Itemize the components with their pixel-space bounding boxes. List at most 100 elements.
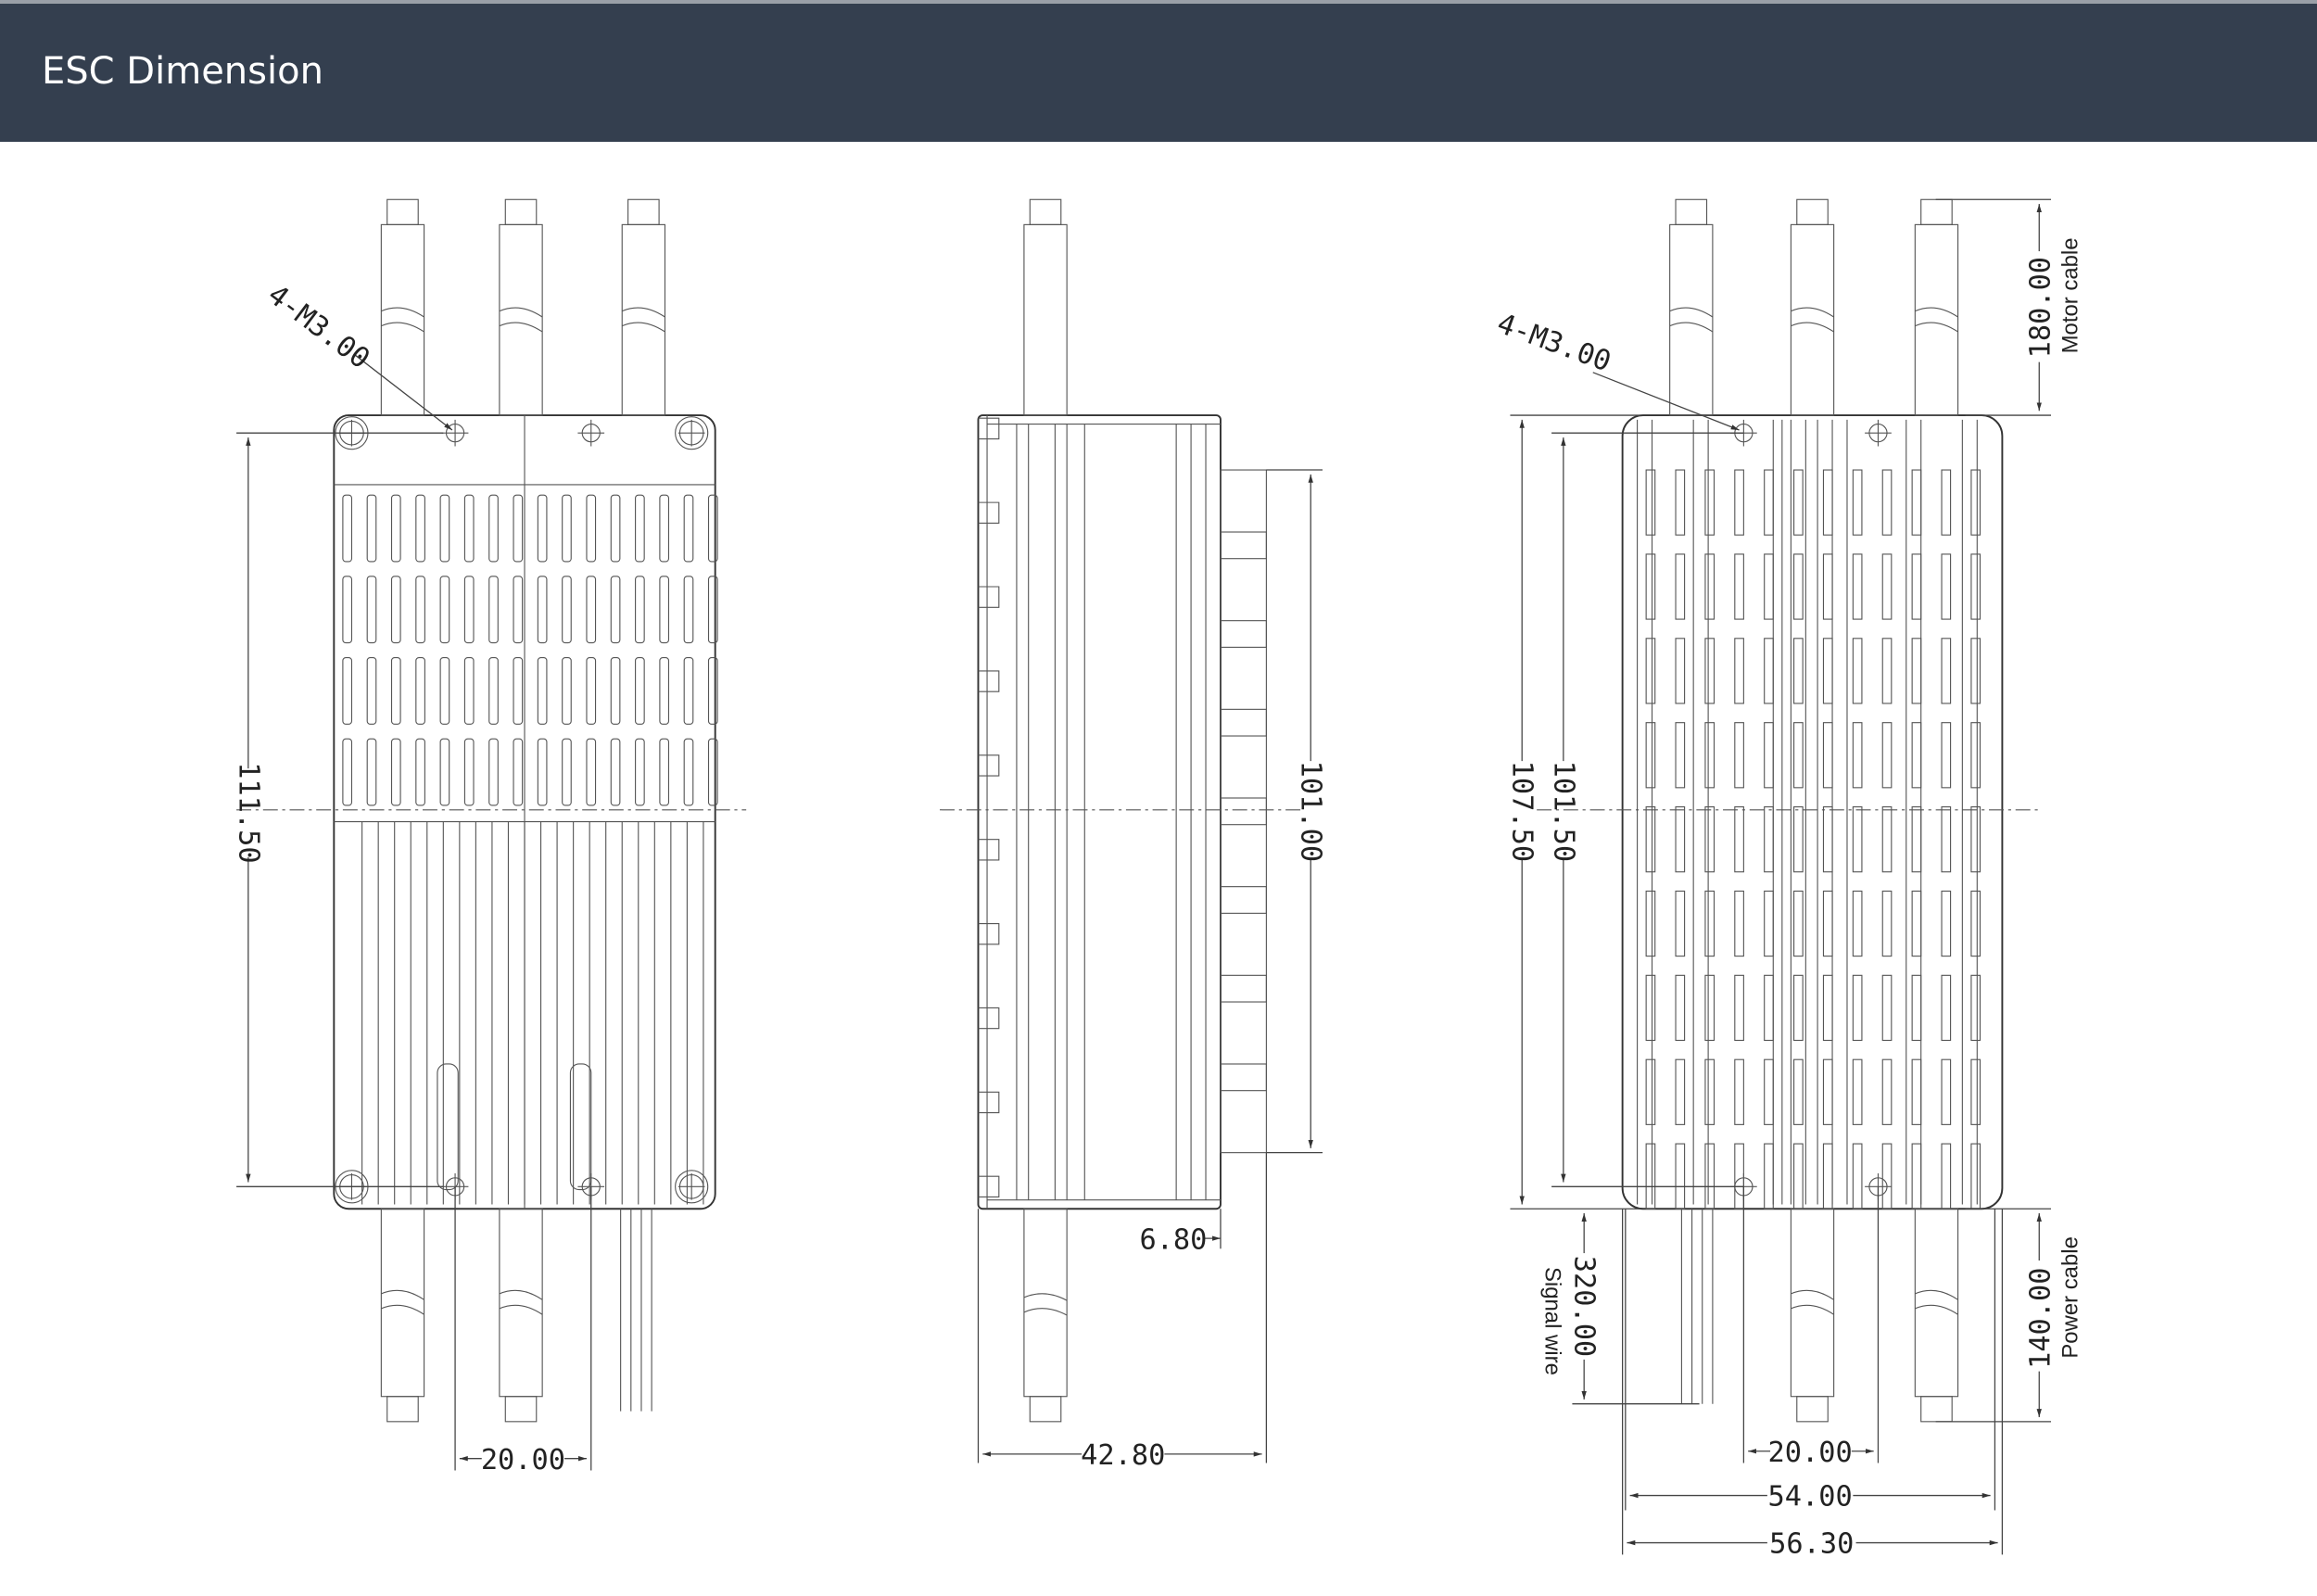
- motor-cable: [380, 223, 425, 416]
- vent-slot: [1675, 638, 1686, 704]
- vent-slot: [586, 656, 597, 725]
- cable-plug: [504, 198, 538, 225]
- vent-slot: [1764, 1143, 1774, 1210]
- vent-slot: [1941, 806, 1952, 873]
- hole-label: 4-M3.00: [261, 279, 375, 376]
- vent-slot: [707, 656, 718, 725]
- side-notch: [978, 586, 1000, 608]
- vent-slot: [1645, 1058, 1656, 1125]
- cable-break: [1791, 307, 1834, 333]
- vent-slot: [1734, 553, 1744, 620]
- vent-slot: [1911, 1058, 1922, 1125]
- vent-slot: [513, 656, 524, 725]
- vent-slot: [610, 494, 621, 563]
- bottom-view: 180.00 Motor cable 107.50 101.50 320.00 …: [1493, 198, 2083, 1561]
- vent-slot: [415, 576, 425, 644]
- motor-cable: [1914, 223, 1959, 416]
- vent-slot: [1852, 553, 1863, 620]
- vent-slot: [1793, 1143, 1804, 1210]
- cable-plug: [386, 1396, 419, 1423]
- vent-slot: [1793, 638, 1804, 704]
- vent-slot: [1764, 890, 1774, 957]
- fin-gap: [1220, 974, 1267, 1003]
- esc-body-bottom: [1621, 414, 2004, 1210]
- vent-slot: [1941, 638, 1952, 704]
- vent-slot: [537, 494, 548, 563]
- vent-slot: [1734, 638, 1744, 704]
- vent-slot: [366, 738, 377, 806]
- vent-slot: [707, 738, 718, 806]
- vent-slot: [586, 494, 597, 563]
- motor-cable-label: Motor cable: [2058, 237, 2083, 353]
- outer-width-dimension: 56.30: [1769, 1528, 1854, 1561]
- vent-slot: [1970, 1058, 1981, 1125]
- vent-slot: [1704, 974, 1716, 1042]
- vent-slot: [1704, 1143, 1716, 1210]
- vent-slot: [635, 494, 645, 563]
- vent-slot: [610, 656, 621, 725]
- side-notch: [978, 501, 1000, 525]
- vent-slot: [1793, 1058, 1804, 1125]
- vent-slot: [488, 656, 499, 725]
- vent-slot: [1734, 722, 1744, 789]
- vent-slot: [537, 738, 548, 806]
- vent-slot: [683, 656, 694, 725]
- vent-slot: [1645, 1143, 1656, 1210]
- vent-slot: [1970, 974, 1981, 1042]
- vent-slot: [1852, 1143, 1863, 1210]
- vent-slot: [1793, 553, 1804, 620]
- vent-slot: [1911, 974, 1922, 1042]
- fin-gap: [1220, 886, 1267, 914]
- vent-slot: [586, 576, 597, 644]
- vent-slot: [342, 576, 353, 644]
- vent-slot: [513, 494, 524, 563]
- inner-width-dimension: 54.00: [1768, 1481, 1853, 1514]
- vent-slot: [390, 738, 401, 806]
- vent-slot: [1822, 890, 1833, 957]
- vent-slot: [1852, 974, 1863, 1042]
- vent-slot: [1675, 553, 1686, 620]
- vent-slot: [659, 656, 670, 725]
- cable-plug: [1675, 198, 1708, 225]
- vent-slot: [659, 576, 670, 644]
- hole-spacing-dimension: 20.00: [481, 1444, 565, 1476]
- vent-slot: [1852, 469, 1863, 536]
- vent-slot: [1645, 974, 1656, 1042]
- vent-slot: [1675, 1058, 1686, 1125]
- bottom-hole-spacing-dimension: 20.00: [1768, 1437, 1853, 1469]
- vent-slot: [707, 576, 718, 644]
- side-notch: [978, 922, 1000, 945]
- vent-slot: [1734, 469, 1744, 536]
- vent-slot: [1764, 974, 1774, 1042]
- cable-break: [499, 307, 543, 333]
- bottom-hole-label: 4-M3.00: [1493, 308, 1615, 379]
- cable-plug: [1796, 1396, 1829, 1423]
- motor-cable: [1790, 223, 1835, 416]
- vent-slot: [1941, 1143, 1952, 1210]
- power-cable: [1914, 1208, 1959, 1398]
- vent-slot: [463, 576, 475, 644]
- fin-gap: [1220, 708, 1267, 737]
- cable-plug: [504, 1396, 538, 1423]
- vent-slot: [1645, 553, 1656, 620]
- vent-slot: [683, 576, 694, 644]
- vent-slot: [1822, 469, 1833, 536]
- vent-slot: [1941, 1058, 1952, 1125]
- height-dimension: 111.50: [232, 762, 264, 863]
- vent-slot: [1941, 890, 1952, 957]
- vent-slot: [366, 656, 377, 725]
- vent-slot: [1852, 806, 1863, 873]
- vent-slot: [1881, 553, 1893, 620]
- vent-slot: [1793, 722, 1804, 789]
- vent-slot: [1941, 722, 1952, 789]
- vent-slot: [439, 738, 450, 806]
- vent-slot: [1822, 1143, 1833, 1210]
- esc-body-side: [977, 414, 1222, 1210]
- vent-slot: [1764, 469, 1774, 536]
- cable-break: [1791, 1289, 1834, 1315]
- vent-slot: [1881, 890, 1893, 957]
- vent-slot: [1881, 722, 1893, 789]
- vent-slot: [1704, 806, 1716, 873]
- vent-slot: [1822, 722, 1833, 789]
- thickness-dimension: 42.80: [1081, 1439, 1165, 1472]
